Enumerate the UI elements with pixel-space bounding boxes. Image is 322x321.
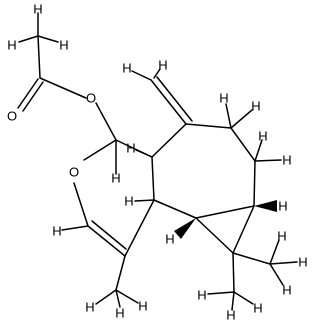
bond-cyclopropane-ring-a <box>195 205 255 219</box>
bond-gem-me2-h-c <box>231 291 235 311</box>
bond-methylene-h-left <box>131 70 152 81</box>
bond-gem-me1-h-a <box>269 239 280 265</box>
bond-exo-double-1 <box>150 79 187 125</box>
atom-o-carbonyl: O <box>7 109 17 124</box>
atom-h-enol: H <box>52 224 61 239</box>
bond-gem-me2-h-a <box>207 291 235 295</box>
bond-ester-o-ring-c <box>95 102 117 141</box>
bond-methyl-carbonyl <box>37 35 41 79</box>
bond-junction-junction <box>151 156 155 201</box>
atom-h-me-a2: H <box>115 306 124 321</box>
atom-h-gem-me2-b: H <box>253 301 262 316</box>
bond-c-acetoxy-o-ring <box>83 139 117 161</box>
bond-gem-me2-h-b <box>233 291 254 305</box>
atom-h-c-acetoxy: H <box>111 171 120 186</box>
bond-gem-me1 <box>232 252 271 265</box>
bond-junction-lower-h <box>134 199 155 202</box>
atom-o-ring: O <box>69 165 79 180</box>
bond-ch2-ch2 <box>230 127 256 162</box>
bond-carbonyl-ester-o <box>39 77 87 99</box>
bond-carbonyl-double-1 <box>17 78 39 109</box>
bond-exo-c-ch2 <box>185 123 232 129</box>
atom-h-ch2-c: H <box>258 129 267 144</box>
atom-h-methyl-left: H <box>7 38 16 53</box>
bond-exo-double-2 <box>156 76 193 122</box>
bond-methyl-h-left <box>18 35 39 43</box>
bond-methylene-h-right <box>153 68 161 79</box>
bond-methyl-h-right <box>37 35 59 43</box>
wedge-cyclopropane-left-h <box>174 218 196 239</box>
bond-junction-alkene-c <box>124 199 155 257</box>
atom-h-gem-me2-a: H <box>197 288 206 303</box>
bond-enol-double-1 <box>87 225 126 257</box>
bond-ch2-a-h <box>225 103 232 129</box>
atom-h-gem-me1-c: H <box>282 283 291 298</box>
bond-gem-me1-h-c <box>269 263 284 286</box>
atom-h-junction-lower: H <box>124 194 133 209</box>
bond-ch2-cyclopropane <box>253 160 256 207</box>
atom-h-gem-me1-b: H <box>298 255 307 270</box>
bond-enol-h <box>61 225 89 231</box>
atom-h-ch2-d: H <box>282 153 291 168</box>
bond-ch2-c-h <box>254 139 263 162</box>
bond-junction-cyclopropane <box>153 199 197 219</box>
atom-h-methylene-right: H <box>158 58 167 73</box>
atom-h-me-a3: H <box>138 299 147 314</box>
bond-ch2-d-h <box>254 159 282 162</box>
bond-gem-me2 <box>232 252 235 293</box>
bond-cyclopropane-ring-b <box>232 205 255 254</box>
bond-o-ring-enol-c <box>73 182 89 227</box>
atom-h-me-a1: H <box>85 300 94 315</box>
bond-junction-upper-h <box>135 149 153 158</box>
atom-h-methyl-right: H <box>59 38 68 53</box>
bond-carbonyl-double-2 <box>22 81 44 112</box>
bond-alkene-methyl <box>115 255 126 291</box>
atom-h-ch2-a: H <box>219 91 228 106</box>
bond-ring-me-h2 <box>115 289 121 308</box>
atom-h-cyclopropane-right: H <box>278 199 287 214</box>
bond-enol-double-2 <box>91 220 127 250</box>
atom-h-gem-me1-a: H <box>277 229 286 244</box>
bond-ring-me-h1 <box>95 289 117 305</box>
atom-o-ester: O <box>86 91 96 106</box>
bond-ch2-b-h <box>230 109 253 129</box>
atom-h-junction-upper: H <box>126 141 135 156</box>
bond-gem-me1-h-b <box>269 261 298 265</box>
atom-h-gem-me2-c: H <box>226 308 235 321</box>
atom-h-cyclopropane-left: H <box>165 232 174 247</box>
bond-junction-exo-c <box>151 123 187 158</box>
atom-h-methylene-left: H <box>122 61 131 76</box>
bond-cyclopropane-ring-c <box>195 217 234 254</box>
atom-h-methyl-top: H <box>33 2 42 17</box>
atom-h-ch2-b: H <box>251 99 260 114</box>
bond-ring-me-h3 <box>115 289 139 304</box>
wedge-cyclopropane-right-h <box>254 200 277 212</box>
